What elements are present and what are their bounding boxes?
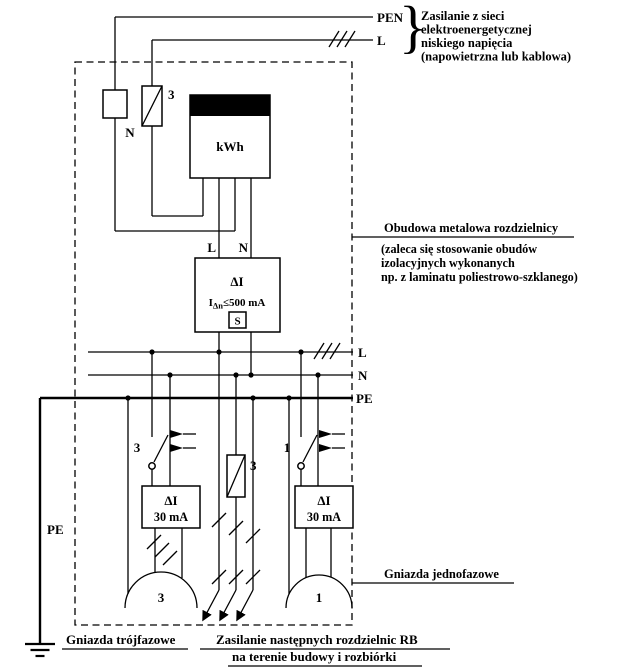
outgoing-arrow — [219, 589, 237, 622]
three-phase-socket-label: 3 — [158, 590, 165, 605]
three-phase-switch-label: 3 — [134, 440, 141, 455]
neutral-link-box — [102, 89, 128, 119]
supply-note-line1: Zasilanie z sieci — [421, 9, 505, 23]
supply-brace: } — [399, 0, 427, 59]
main-rcd-type-label: ΔI — [230, 274, 243, 289]
neutral-link: N — [102, 17, 236, 232]
busbars: L N PE — [40, 342, 373, 406]
enclosure-note-line1: (zaleca się stosowanie obudów — [381, 242, 537, 256]
main-rcd-rating-label: IΔn≤500 mA — [209, 297, 266, 311]
captions-bottom: Gniazda trójfazowe Zasilanie następnych … — [62, 632, 450, 667]
main-rcd-selective-label: S — [234, 316, 240, 328]
single-phase-socket-label: 1 — [316, 590, 323, 605]
outgoing-caption-line2: na terenie budowy i rozbiórki — [232, 649, 397, 664]
meter-terminal-band — [190, 95, 270, 116]
energy-meter: kWh L N — [189, 94, 271, 258]
switch-actuator-flag — [170, 444, 183, 452]
incoming-fuse-label: 3 — [168, 87, 175, 102]
bus-n-label: N — [358, 368, 368, 383]
meter-label: kWh — [216, 139, 244, 154]
captions-right: Obudowa metalowa rozdzielnicy (zaleca si… — [352, 221, 578, 584]
single-phase-switch-label: 1 — [284, 440, 291, 455]
switch-actuator-flag — [170, 430, 183, 438]
bus-l-label: L — [358, 345, 367, 360]
incoming-supply: PEN L } Zasilanie z sieci elektroenerget… — [115, 0, 571, 64]
incoming-fuse: 3 — [141, 40, 204, 217]
outgoing-arrow — [202, 589, 220, 622]
outgoing-branch: 3 — [202, 352, 261, 622]
switch-actuator-flag — [319, 444, 332, 452]
three-phase-rcd-box — [141, 485, 201, 529]
three-phase-rcd-rating: 30 mA — [154, 510, 188, 524]
meter-out-l-label: L — [207, 240, 216, 255]
single-phase-rcd-rating: 30 mA — [307, 510, 341, 524]
pe-earthing: PE — [25, 398, 64, 658]
pe-drop-label: PE — [47, 522, 64, 537]
enclosure-note-line2: izolacyjnych wykonanych — [381, 256, 515, 270]
supply-note-line3: niskiego napięcia — [421, 36, 513, 50]
bus-pe-label: PE — [356, 391, 373, 406]
enclosure-note-line3: np. z laminatu poliestrowo-szklanego) — [381, 270, 578, 284]
three-phase-switch: 3 — [134, 430, 196, 470]
single-phase-rcd-type: ΔI — [317, 493, 330, 508]
enclosure-title: Obudowa metalowa rozdzielnicy — [384, 221, 559, 235]
single-phase-sockets-caption: Gniazda jednofazowe — [384, 567, 499, 581]
enclosure-dashed-border — [74, 61, 353, 626]
three-phase-rcd-type: ΔI — [164, 493, 177, 508]
three-phase-branch: 3 ΔI 30 mA 3 — [124, 352, 201, 609]
enclosure-outline — [74, 61, 353, 626]
switch-contact — [148, 462, 156, 470]
outgoing-arrow — [236, 589, 254, 622]
single-phase-branch: 1 ΔI 30 mA 1 — [284, 352, 354, 609]
main-rcd: ΔI IΔn≤500 mA S — [194, 257, 281, 375]
neutral-link-label: N — [125, 125, 135, 140]
meter-out-n-label: N — [239, 240, 249, 255]
outgoing-caption-line1: Zasilanie następnych rozdzielnic RB — [216, 632, 418, 647]
three-phase-sockets-caption: Gniazda trójfazowe — [66, 632, 176, 647]
single-phase-switch: 1 — [284, 430, 345, 470]
single-phase-socket-symbol — [285, 574, 353, 609]
pen-conductor-label: PEN — [377, 10, 404, 25]
switch-actuator-flag — [319, 430, 332, 438]
supply-note-line2: elektroenergetycznej — [421, 23, 532, 37]
l-conductor-label: L — [377, 33, 386, 48]
three-phase-socket-symbol — [124, 571, 198, 609]
supply-note-line4: (napowietrzna lub kablowa) — [421, 50, 571, 64]
single-phase-rcd-box — [294, 485, 354, 529]
main-rcd-selective-box — [228, 311, 247, 329]
switch-contact — [297, 462, 305, 470]
